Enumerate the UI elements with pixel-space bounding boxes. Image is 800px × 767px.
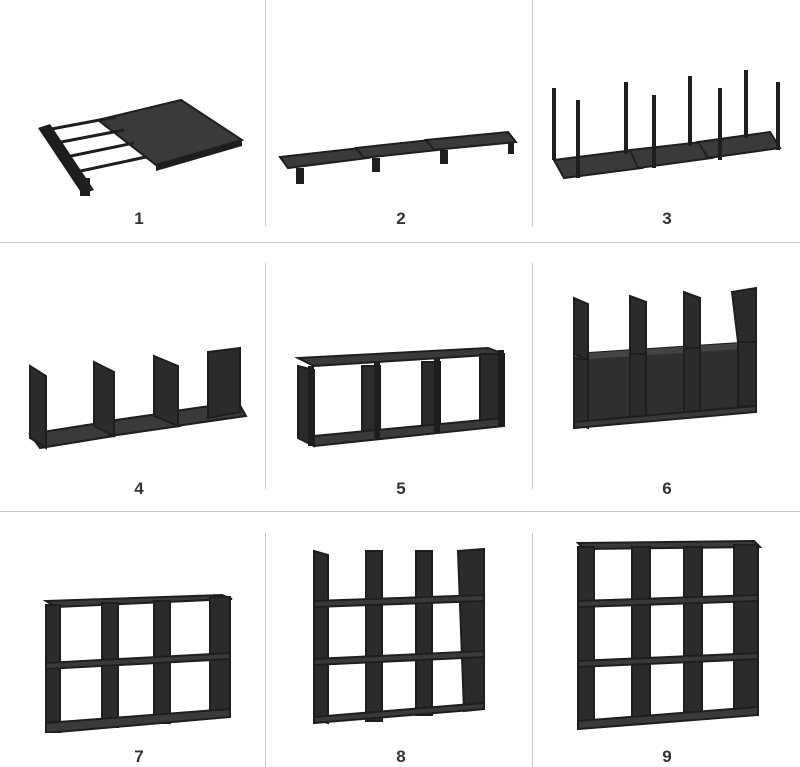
step-9: 9: [534, 533, 800, 767]
second-row-panels-icon: [573, 286, 757, 430]
third-row-panels-icon: [313, 547, 485, 725]
column-divider-3: [265, 263, 266, 489]
step-6: 6: [534, 262, 800, 511]
column-divider-2: [532, 0, 533, 226]
vertical-posts-inserted-icon: [552, 70, 782, 180]
row-divider-1: [0, 242, 800, 243]
bottom-row-cubes-icon: [294, 346, 505, 448]
column-divider-1: [265, 0, 266, 226]
step-number: 7: [134, 747, 144, 766]
column-divider-4: [532, 263, 533, 489]
step-2: 2: [268, 0, 534, 242]
step-number: 1: [134, 209, 144, 228]
step-number: 4: [134, 479, 144, 498]
step-7: 7: [6, 533, 272, 767]
step-number: 9: [662, 747, 672, 766]
column-divider-6: [532, 533, 533, 767]
three-panels-connected-icon: [278, 130, 518, 184]
step-number: 5: [396, 479, 406, 498]
column-divider-5: [265, 533, 266, 767]
step-3: 3: [534, 0, 800, 242]
step-8: 8: [268, 533, 534, 767]
step-number: 3: [662, 209, 672, 228]
completed-nine-cube-shelf-icon: [575, 539, 763, 731]
step-4: 4: [6, 262, 272, 511]
two-row-cubes-icon: [42, 593, 233, 733]
step-1: 1: [6, 0, 272, 242]
step-number: 8: [396, 747, 406, 766]
row-divider-2: [0, 511, 800, 512]
step-number: 6: [662, 479, 672, 498]
step-number: 2: [396, 209, 406, 228]
shelf-panel-with-rods-icon: [38, 98, 245, 196]
side-panels-attached-icon: [28, 346, 248, 450]
step-5: 5: [268, 262, 534, 511]
